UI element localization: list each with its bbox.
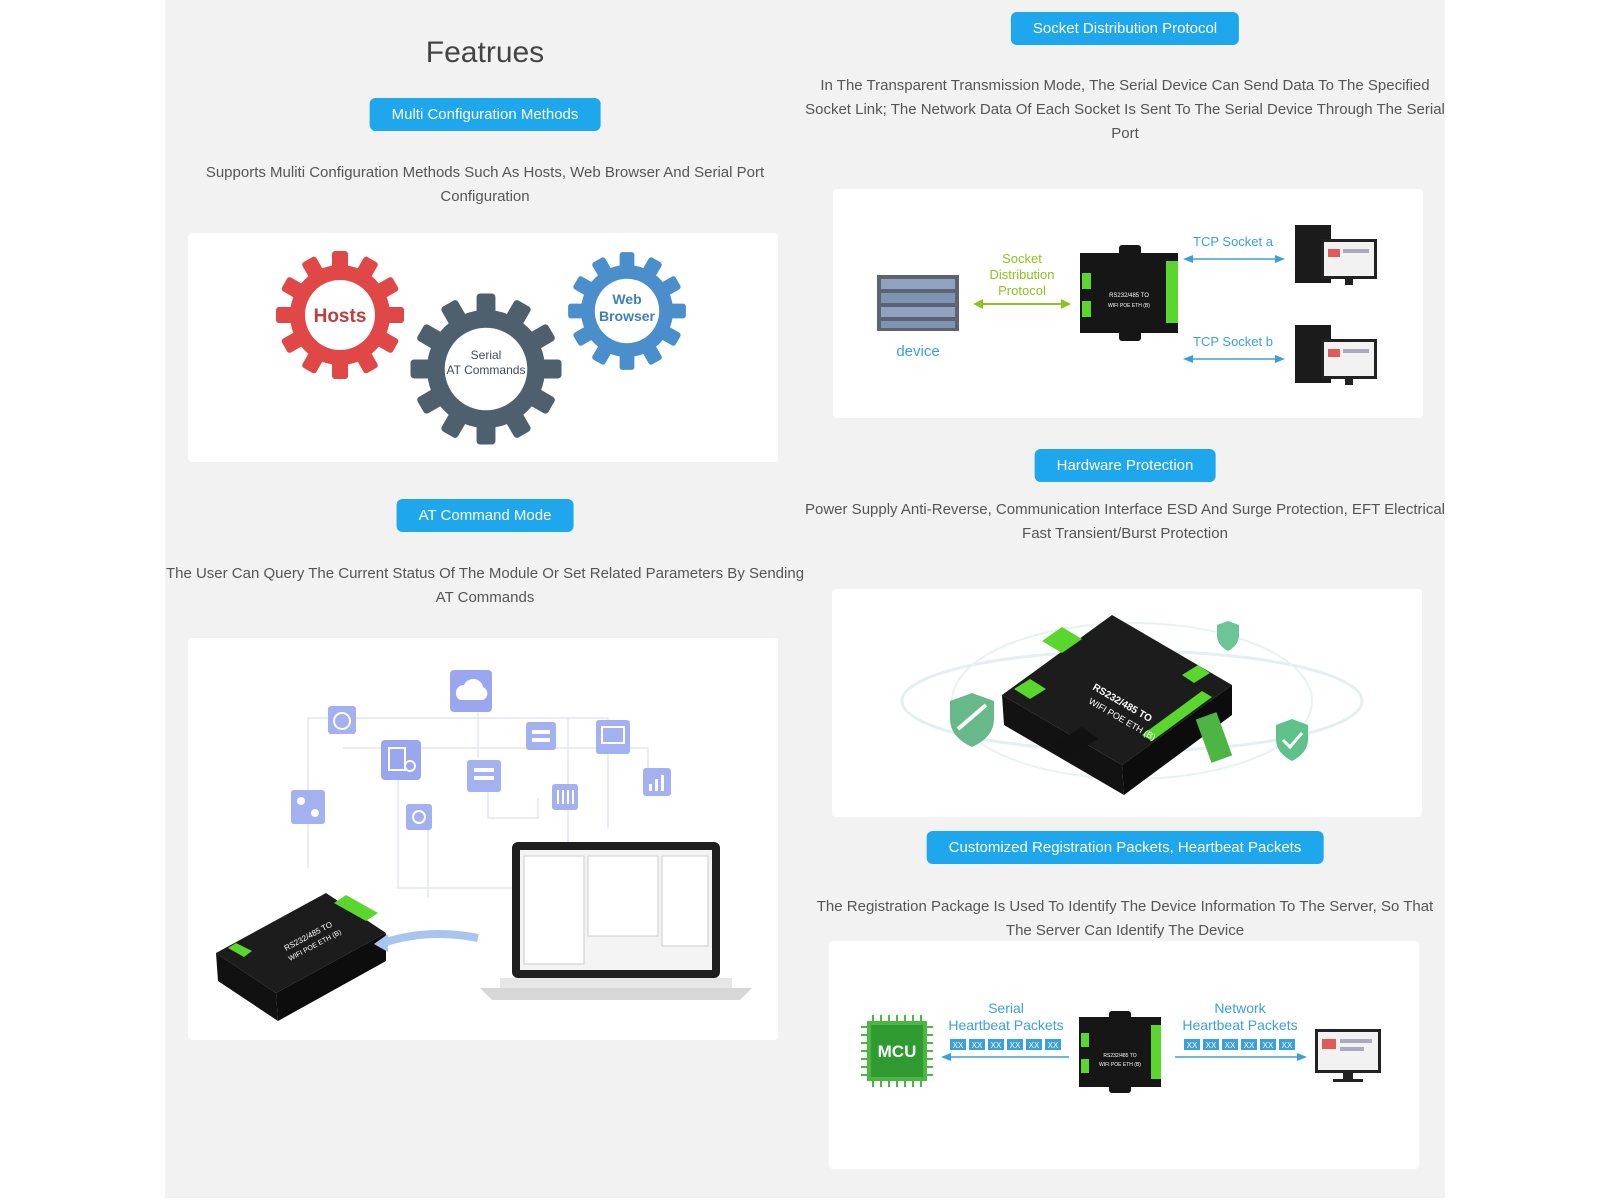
serial-packet-row: XX XX XX XX XX XX (950, 1039, 1061, 1050)
shield-check-icon (1276, 719, 1308, 761)
monitor-chart-icon (596, 720, 630, 754)
packet-chip-label: XX (953, 1041, 964, 1050)
gear-small-icon (406, 804, 432, 830)
packet-chip (1184, 1039, 1200, 1050)
at-command-card: RS232/485 TO WIFI POE ETH (B) (188, 638, 778, 1040)
packet-chip (1222, 1039, 1238, 1050)
hardware-protection-card: RS232/485 TO WIFI POE ETH (B) (832, 589, 1422, 817)
packet-chip (988, 1039, 1004, 1050)
left-column: Featrues Multi Configuration Methods Sup… (165, 0, 805, 1198)
packet-chip-label: XX (1187, 1041, 1198, 1050)
packet-chip (1203, 1039, 1219, 1050)
hosts-gear-icon (276, 251, 404, 379)
at-command-title-badge: AT Command Mode (396, 499, 574, 532)
packet-chip-label: XX (1282, 1041, 1293, 1050)
serial-gear-label-line1: Serial (471, 348, 502, 362)
web-gear-label-line2: Browser (599, 308, 656, 324)
registration-module-icon: RS232/485 TO WIFI POE ETH (B) (1079, 1011, 1161, 1093)
packet-chip (1260, 1039, 1276, 1050)
socket-diagram-card: device Socket Distribution Protocol RS23… (833, 189, 1423, 418)
packet-chip (1026, 1039, 1042, 1050)
network-heartbeat-line1: Network (1214, 1000, 1266, 1016)
device-label: device (896, 343, 939, 360)
socket-protocol-line2: Distribution (989, 267, 1054, 282)
serial-heartbeat-line2: Heartbeat Packets (948, 1017, 1063, 1033)
packet-chip-label: XX (1206, 1041, 1217, 1050)
packet-chip-label: XX (991, 1041, 1002, 1050)
socket-b-label: TCP Socket b (1193, 334, 1273, 349)
product-features-page: Featrues Multi Configuration Methods Sup… (165, 0, 1445, 1198)
gauge-icon (328, 706, 356, 734)
packet-chip-label: XX (1048, 1041, 1059, 1050)
barcode-icon (552, 784, 578, 810)
hardware-protection-illustration: RS232/485 TO WIFI POE ETH (B) (900, 615, 1364, 795)
config-gears-card: Hosts Serial AT Commands Web Browser (188, 233, 778, 462)
registration-module-label-line2: WIFI POE ETH (B) (1099, 1062, 1141, 1068)
socket-protocol-line1: Socket (1002, 251, 1042, 266)
hardware-title-badge: Hardware Protection (1034, 449, 1216, 482)
packet-chip (1241, 1039, 1257, 1050)
web-browser-gear-icon (568, 252, 686, 370)
users-icon (291, 790, 325, 824)
registration-description: The Registration Package Is Used To Iden… (816, 898, 1434, 939)
multi-config-title-badge: Multi Configuration Methods (369, 98, 601, 131)
module-label-line1: RS232/485 TO (1109, 293, 1149, 299)
server-monitor-icon (1315, 1029, 1381, 1082)
packet-chip-label: XX (1263, 1041, 1274, 1050)
laptop-icon (480, 842, 752, 1000)
module-label-line2: WIFI POE ETH (B) (1108, 303, 1150, 309)
settings-panel-icon (526, 722, 556, 750)
computer-a-icon (1295, 225, 1377, 285)
packet-chip-label: XX (1029, 1041, 1040, 1050)
web-gear-label-line1: Web (612, 291, 641, 307)
network-packet-row: XX XX XX XX XX XX (1184, 1039, 1295, 1050)
packet-chip (969, 1039, 985, 1050)
multi-config-description: Supports Muliti Configuration Methods Su… (205, 164, 765, 205)
rack-device-icon (877, 275, 959, 331)
packet-chip (950, 1039, 966, 1050)
packet-chip (1045, 1039, 1061, 1050)
socket-protocol-line3: Protocol (998, 283, 1046, 298)
serial-gear-label-line2: AT Commands (447, 363, 526, 377)
shield-large-icon (950, 693, 994, 747)
serial-gear-icon (410, 293, 562, 445)
protected-device-icon: RS232/485 TO WIFI POE ETH (B) (1002, 615, 1233, 795)
computer-b-icon (1295, 325, 1377, 385)
search-document-icon (381, 740, 421, 780)
arrow-icon (381, 930, 479, 947)
mcu-label: MCU (878, 1042, 917, 1061)
network-heartbeat-line2: Heartbeat Packets (1182, 1017, 1297, 1033)
hardware-description: Power Supply Anti-Reverse, Communication… (805, 501, 1446, 542)
packet-chip-label: XX (1010, 1041, 1021, 1050)
packet-chip-label: XX (1225, 1041, 1236, 1050)
socket-diagram: device Socket Distribution Protocol RS23… (877, 225, 1377, 385)
at-command-description: The User Can Query The Current Status Of… (165, 565, 805, 606)
serial-server-device-icon: RS232/485 TO WIFI POE ETH (B) (216, 893, 386, 1021)
at-command-illustration: RS232/485 TO WIFI POE ETH (B) (216, 670, 752, 1021)
socket-description: In The Transparent Transmission Mode, Th… (805, 77, 1445, 142)
page-title: Featrues (425, 36, 545, 69)
packet-chip-label: XX (1244, 1041, 1255, 1050)
cloud-icon (450, 670, 492, 712)
socket-a-label: TCP Socket a (1193, 234, 1274, 249)
registration-title-badge: Customized Registration Packets, Heartbe… (926, 831, 1324, 864)
shield-small-icon (1217, 621, 1239, 651)
packet-chip-label: XX (972, 1041, 983, 1050)
gears-illustration: Hosts Serial AT Commands Web Browser (276, 251, 686, 445)
packet-chip (1007, 1039, 1023, 1050)
serial-heartbeat-line1: Serial (988, 1000, 1024, 1016)
registration-module-label-line1: RS232/485 TO (1103, 1053, 1136, 1059)
mcu-chip-icon (861, 1015, 933, 1087)
socket-title-badge: Socket Distribution Protocol (1010, 12, 1240, 45)
right-column: Socket Distribution Protocol In The Tran… (805, 0, 1445, 1198)
bar-chart-icon (643, 768, 671, 796)
serial-server-module-icon: RS232/485 TO WIFI POE ETH (B) (1080, 245, 1178, 341)
packet-chip (1279, 1039, 1295, 1050)
hosts-gear-label: Hosts (314, 306, 367, 327)
server-list-icon (467, 760, 501, 792)
